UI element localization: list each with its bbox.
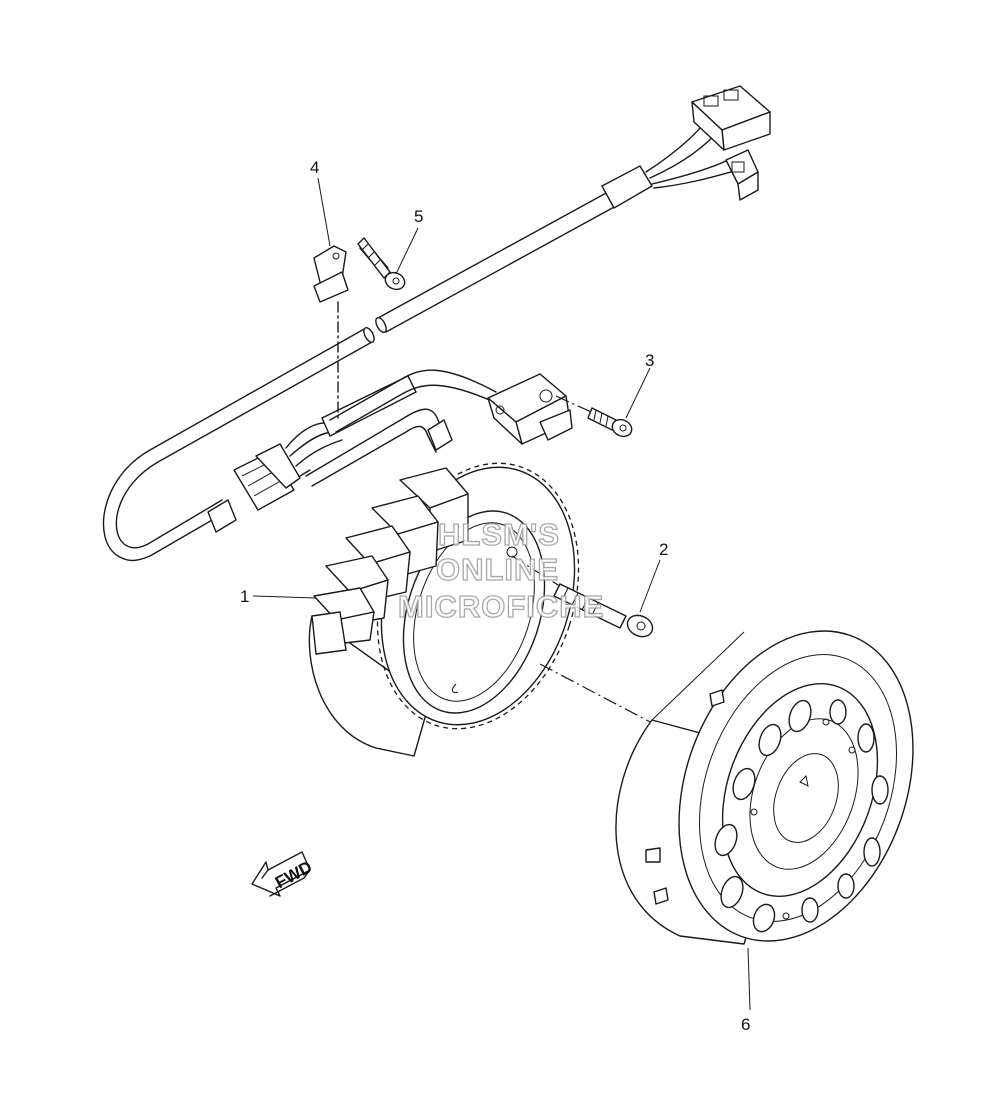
stator-assembly xyxy=(308,462,580,757)
watermark: HLSM'S ONLINE MICROFICHE xyxy=(397,516,604,624)
callout-1: 1 xyxy=(240,587,249,606)
bolt-item-2 xyxy=(511,555,654,638)
harness-connector-large xyxy=(691,85,771,151)
callout-2: 2 xyxy=(659,540,668,559)
flywheel-rotor xyxy=(615,630,914,945)
callout-4: 4 xyxy=(310,158,319,177)
watermark-line-1: HLSM'S xyxy=(438,517,560,552)
stator-connector xyxy=(233,443,301,511)
watermark-line-2: ONLINE xyxy=(436,552,559,587)
bolt-item-3 xyxy=(555,395,633,438)
harness-connector-small xyxy=(725,149,759,201)
callout-6: 6 xyxy=(741,1015,750,1034)
callout-5: 5 xyxy=(414,207,423,226)
assembly-centerline xyxy=(539,663,655,725)
callout-3: 3 xyxy=(645,351,654,370)
pickup-bracket xyxy=(487,373,573,445)
fwd-direction-arrow: FWD xyxy=(251,851,315,897)
callout-leaders xyxy=(252,177,751,1011)
wire-harness xyxy=(102,85,771,562)
watermark-line-3: MICROFICHE xyxy=(398,589,604,624)
cable-clamp xyxy=(313,245,349,421)
bolt-item-5 xyxy=(357,237,406,291)
